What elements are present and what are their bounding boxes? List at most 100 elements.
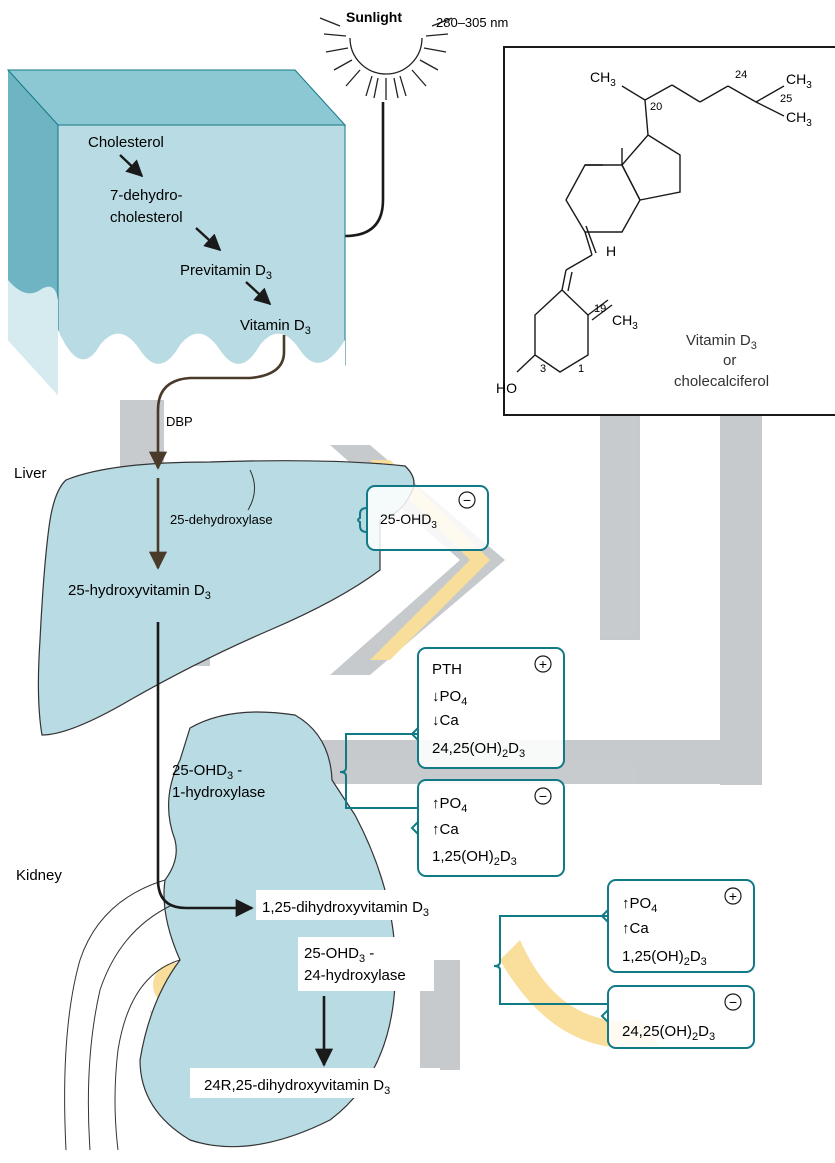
h1p-item-0: PTH: [432, 661, 462, 678]
kidney-product2-sub: 3: [384, 1085, 390, 1097]
liver-feedback-sign: −: [463, 492, 471, 508]
wavelength-label: 280–305 nm: [436, 15, 508, 30]
c3-label: 3: [540, 363, 546, 375]
sun-icon: [319, 17, 453, 100]
c20-label: 20: [650, 101, 662, 113]
h24m-item-0-tailsub: 3: [709, 1031, 715, 1043]
h1p-item-3: 24,25(OH)2D3: [432, 740, 525, 760]
structure-box: [503, 46, 835, 416]
h1p-item-0-text: PTH: [432, 661, 462, 678]
h24p-item-1: ↑Ca: [622, 920, 649, 937]
ch3-right-top-sub: 3: [806, 80, 812, 91]
h1p-item-3-sub: 2: [502, 748, 508, 760]
ch3-exo: CH3: [612, 312, 638, 332]
h1p-item-3-text: 24,25(OH): [432, 740, 502, 757]
kidney-enzyme1-line1: 25-OHD3 -: [172, 762, 242, 782]
h1m-item-1: ↑Ca: [432, 821, 459, 838]
structure-name-line3: cholecalciferol: [674, 373, 769, 390]
structure-name-line2: or: [723, 352, 736, 369]
dbp-transport-arrow: [148, 335, 286, 470]
hydroxylase24-plus-sign: +: [729, 888, 737, 904]
c1-label: 1: [578, 363, 584, 375]
minus-sign-icon: [724, 993, 742, 1011]
ch3-top-left-sub: 3: [610, 78, 616, 89]
liver-shape: [37, 460, 415, 736]
h24p-item-1-text: ↑Ca: [622, 920, 649, 937]
regulator-box-hydroxylase1-plus: [417, 647, 565, 769]
kidney-enzyme1-text: 25-OHD: [172, 762, 227, 779]
h1p-item-2-text: ↓Ca: [432, 712, 459, 729]
h24p-item-2-tail: D: [690, 948, 701, 965]
regulator-box-hydroxylase1-minus: [417, 779, 565, 877]
liver-feedback-main: 25-OHD: [380, 511, 431, 527]
h-label: H: [606, 243, 616, 259]
h24p-item-2-sub: 2: [684, 956, 690, 968]
h24p-item-0: ↑PO4: [622, 895, 657, 915]
h1p-item-3-tail: D: [508, 740, 519, 757]
h24m-item-0-tail: D: [698, 1023, 709, 1040]
liver-feedback-brace: [357, 507, 368, 533]
kidney-product1-label: 1,25-dihydroxyvitamin D3: [262, 899, 429, 919]
kidney-product2-label: 24R,25-dihydroxyvitamin D3: [204, 1077, 390, 1097]
dbp-label: DBP: [166, 414, 193, 429]
ch3-right-bottom: CH3: [786, 109, 812, 129]
h1p-item-3-tailsub: 3: [519, 748, 525, 760]
liver-feedback-text: 25-OHD3: [380, 511, 437, 531]
box-connector-1b: [410, 821, 419, 835]
ureter-lines: [64, 879, 181, 1151]
previtamin-label: Previtamin D3: [180, 262, 272, 282]
cholesterol-label: Cholesterol: [88, 134, 164, 151]
plus-sign-icon: [724, 887, 742, 905]
hydroxylase24-bracket: [493, 915, 608, 1005]
cholecalciferol-structure: [516, 84, 785, 373]
h24p-item-2-tailsub: 3: [701, 956, 707, 968]
hydroxylase1-plus-sign: +: [539, 656, 547, 672]
ch3-right-top-text: CH: [786, 71, 806, 87]
hydroxylase24-minus-sign: −: [729, 994, 737, 1010]
c24-label: 24: [735, 69, 747, 81]
structure-name-sub: 3: [751, 340, 757, 352]
h24m-item-0-text: 24,25(OH): [622, 1023, 692, 1040]
minus-sign-icon: [534, 787, 552, 805]
kidney-enzyme1-dash: -: [233, 762, 242, 779]
liver-product-label: 25-hydroxyvitamin D3: [68, 582, 211, 602]
ch3-exo-sub: 3: [632, 321, 638, 332]
liver-lobe-line: [247, 469, 255, 511]
kidney-organ-label: Kidney: [16, 867, 62, 884]
arrow-chol-to-dehydro: [119, 154, 144, 178]
liver-enzyme-label: 25-dehydroxylase: [170, 512, 273, 527]
h1m-item-0: ↑PO4: [432, 795, 467, 815]
structure-name-line1: Vitamin D3: [686, 332, 757, 352]
sunlight-arrow: [238, 102, 385, 246]
ch3-right-top: CH3: [786, 71, 812, 91]
vitamin-text: Vitamin D: [240, 317, 305, 334]
h1p-item-2: ↓Ca: [432, 712, 459, 729]
ch3-exo-text: CH: [612, 312, 632, 328]
kidney-enzyme2-text: 25-OHD: [304, 945, 359, 962]
arrow-previtamin-to-vitamin: [245, 281, 272, 306]
kidney-enzyme2-dash: -: [365, 945, 374, 962]
box-connector-1a: [410, 727, 419, 741]
hydroxylase1-minus-sign: −: [539, 788, 547, 804]
regulator-box-hydroxylase24-plus: [607, 879, 755, 973]
hydroxylase1-bracket: [339, 733, 418, 809]
ch3-right-bottom-text: CH: [786, 109, 806, 125]
product2-bg: [190, 1068, 440, 1098]
ch3-top-left: CH3: [590, 69, 616, 89]
kidney-product2-text: 24R,25-dihydroxyvitamin D: [204, 1077, 384, 1094]
dehydro-line2: cholesterol: [110, 209, 183, 226]
h24p-item-0-sub: 4: [651, 903, 657, 915]
kidney-enzyme2-line1: 25-OHD3 -: [304, 945, 374, 965]
dehydro-line1: 7-dehydro-: [110, 187, 183, 204]
previtamin-sub: 3: [266, 270, 272, 282]
h24p-item-0-text: ↑PO: [622, 895, 651, 912]
plus-sign-icon: [534, 655, 552, 673]
ch3-right-bottom-sub: 3: [806, 118, 812, 129]
arrow-dehydro-to-previtamin: [195, 227, 222, 252]
liver-product-sub: 3: [205, 590, 211, 602]
box-connector-2b: [600, 1009, 609, 1023]
kidney-enzyme1-sub: 3: [227, 770, 233, 782]
ho-label: HO: [496, 380, 517, 396]
kidney-product1-sub: 3: [423, 907, 429, 919]
